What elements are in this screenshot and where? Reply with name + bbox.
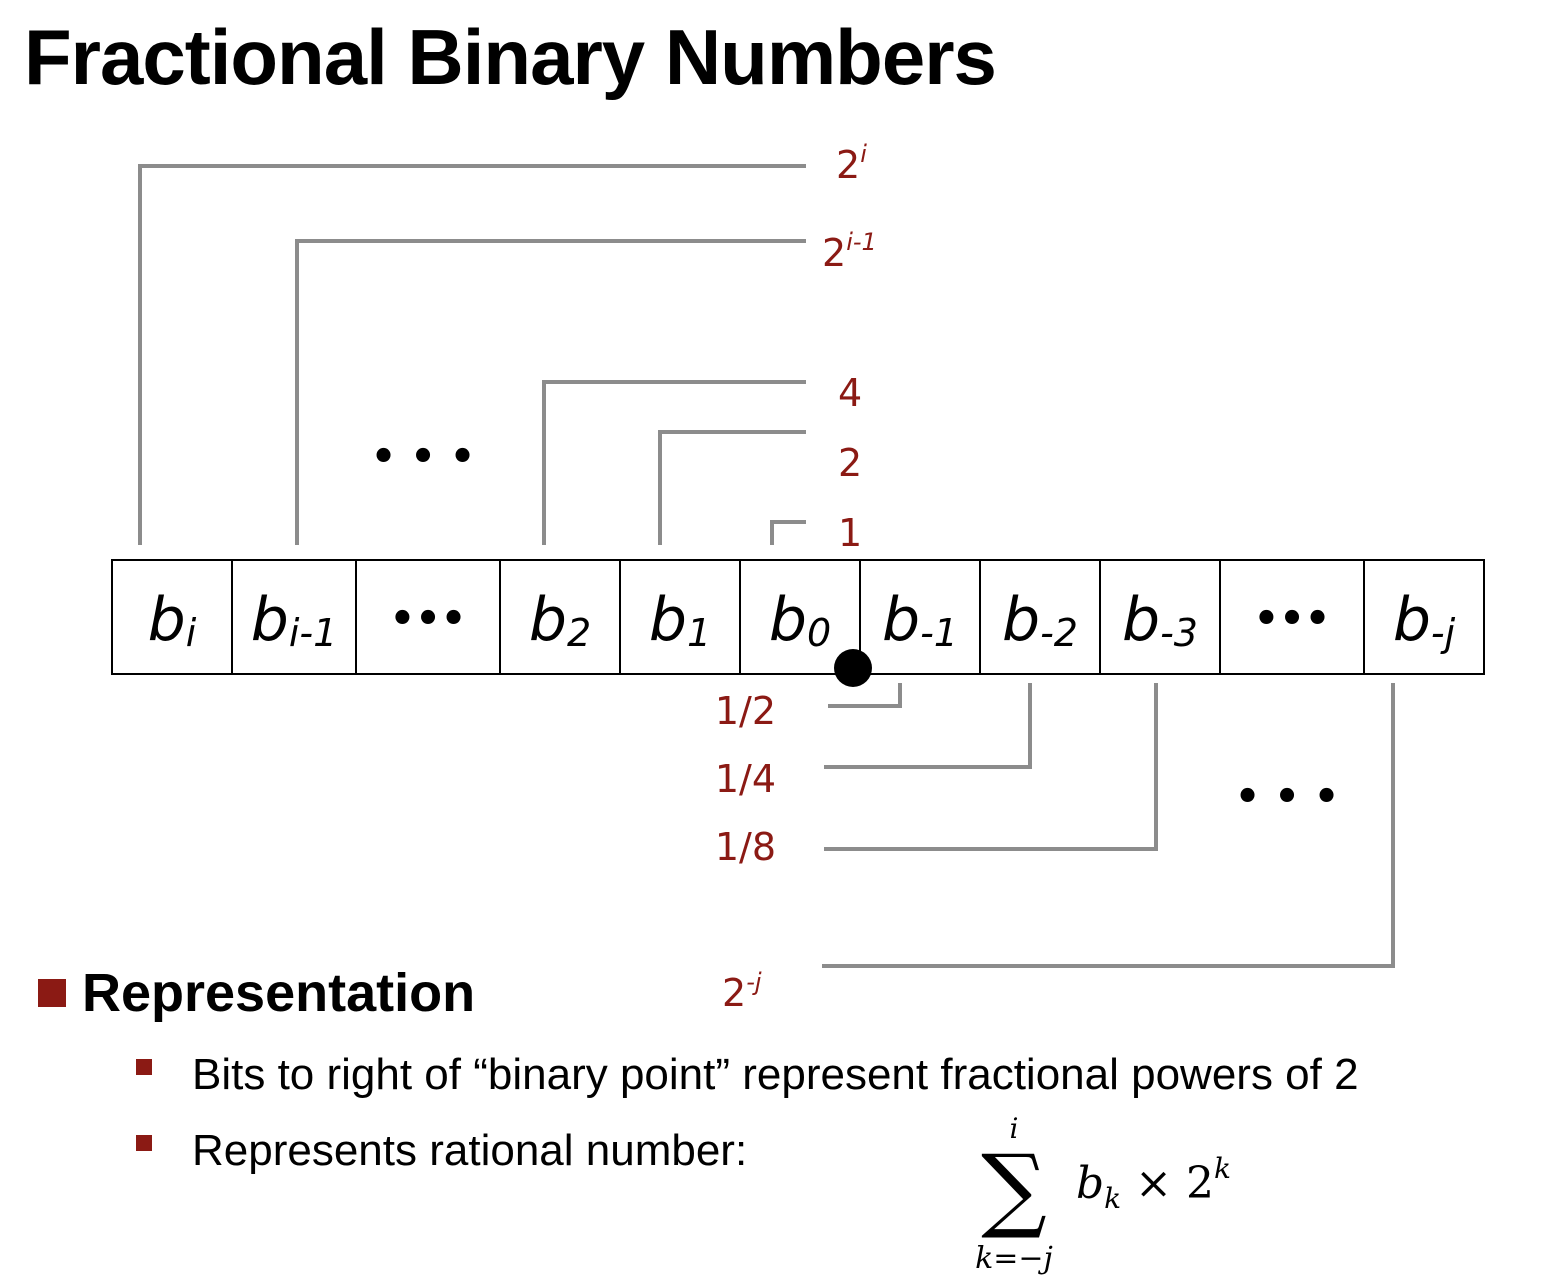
weight-base: 1/2: [715, 689, 776, 733]
weight-base: 1/4: [715, 757, 776, 801]
bit-subscript: 0: [807, 611, 831, 655]
lower-connector: [824, 683, 1032, 769]
times-symbol: ×: [1135, 1158, 1172, 1209]
weight-exponent: -j: [746, 968, 762, 996]
upper-connector: [138, 164, 806, 545]
bit-subscript: 1: [687, 611, 711, 655]
upper-connector: [770, 520, 806, 545]
bit-label: b-2: [1002, 585, 1078, 655]
sum-upper-limit: i: [1010, 1112, 1019, 1145]
sum-term: bk×2k: [1076, 1152, 1231, 1215]
weight-label: 2: [838, 441, 862, 485]
weight-exponent: i: [860, 140, 867, 168]
weight-label: 1/4: [715, 757, 776, 801]
term-sub: k: [1104, 1182, 1121, 1215]
weight-label: 4: [838, 371, 862, 415]
bit-base: b: [769, 585, 807, 655]
bit-base: b: [649, 585, 687, 655]
weight-base: 2: [836, 143, 860, 187]
square-bullet-icon: [136, 1135, 152, 1151]
bullet-text: Represents rational number:: [192, 1126, 748, 1175]
weight-base: 2: [722, 971, 746, 1015]
square-bullet-icon: [136, 1059, 152, 1075]
weight-base: 1: [838, 511, 862, 555]
bit-label: bi: [148, 585, 197, 655]
page-title: Fractional Binary Numbers: [24, 13, 997, 101]
term-sup: k: [1214, 1152, 1231, 1185]
bit-base: b: [251, 585, 289, 655]
bit-row-frame: [111, 559, 1485, 675]
upper-connector: [658, 430, 806, 545]
weight-base: 2: [822, 231, 846, 275]
lower-connector: [822, 683, 1395, 968]
section-heading: Representation: [82, 963, 476, 1023]
bit-subscript: -2: [1040, 611, 1078, 655]
bit-label: b-j: [1393, 585, 1456, 655]
weight-label: 2i: [836, 140, 867, 187]
bit-base: b: [529, 585, 567, 655]
bit-subscript: i: [186, 611, 197, 655]
bit-ellipsis: •••: [1254, 596, 1331, 642]
bit-subscript: -1: [920, 611, 958, 655]
bit-label: b-3: [1122, 585, 1198, 655]
bit-subscript: i-1: [289, 611, 337, 655]
lower-connector: [824, 683, 1158, 851]
bit-base: b: [1122, 585, 1160, 655]
weight-label: 1: [838, 511, 862, 555]
upper-ellipsis: • • •: [371, 434, 476, 480]
sum-lower-limit: k=−j: [975, 1241, 1053, 1276]
weight-base: 1/8: [715, 825, 776, 869]
bit-label: b1: [649, 585, 711, 655]
weight-label: 2i-1: [822, 228, 877, 275]
bit-label: b2: [529, 585, 591, 655]
weight-base: 2: [838, 441, 862, 485]
binary-point: [834, 649, 872, 687]
weight-exponent: i-1: [846, 228, 877, 256]
sigma-symbol: ∑: [981, 1135, 1047, 1242]
bullet-item: Represents rational number:: [136, 1126, 747, 1176]
bit-base: b: [882, 585, 920, 655]
bit-base: b: [1393, 585, 1431, 655]
term-base: 2: [1186, 1158, 1214, 1209]
weight-connectors: [138, 164, 1395, 968]
bit-ellipsis: •••: [390, 596, 467, 642]
bullet-item: Bits to right of “binary point” represen…: [136, 1050, 1359, 1100]
upper-connector: [295, 239, 806, 545]
upper-connector: [542, 380, 806, 545]
bit-label: b-1: [882, 585, 958, 655]
bit-subscript: -j: [1431, 611, 1456, 655]
weight-label: 1/8: [715, 825, 776, 869]
bullet-text: Bits to right of “binary point” represen…: [192, 1050, 1359, 1099]
bit-label: bi-1: [251, 585, 338, 655]
summation-formula: i ∑ k=−j bk×2k: [975, 1112, 1231, 1276]
weight-label: 1/2: [715, 689, 776, 733]
bit-subscript: -3: [1160, 611, 1198, 655]
bit-subscript: 2: [567, 611, 591, 655]
section-representation: Representation: [38, 962, 475, 1024]
weight-base: 4: [838, 371, 862, 415]
bit-base: b: [1002, 585, 1040, 655]
lower-connector: [828, 683, 902, 708]
weight-label: 2-j: [722, 968, 762, 1015]
bit-base: b: [148, 585, 186, 655]
square-bullet-icon: [38, 979, 66, 1007]
lower-ellipsis: • • •: [1235, 774, 1340, 820]
term-b: b: [1076, 1158, 1104, 1209]
bit-label: b0: [769, 585, 831, 655]
